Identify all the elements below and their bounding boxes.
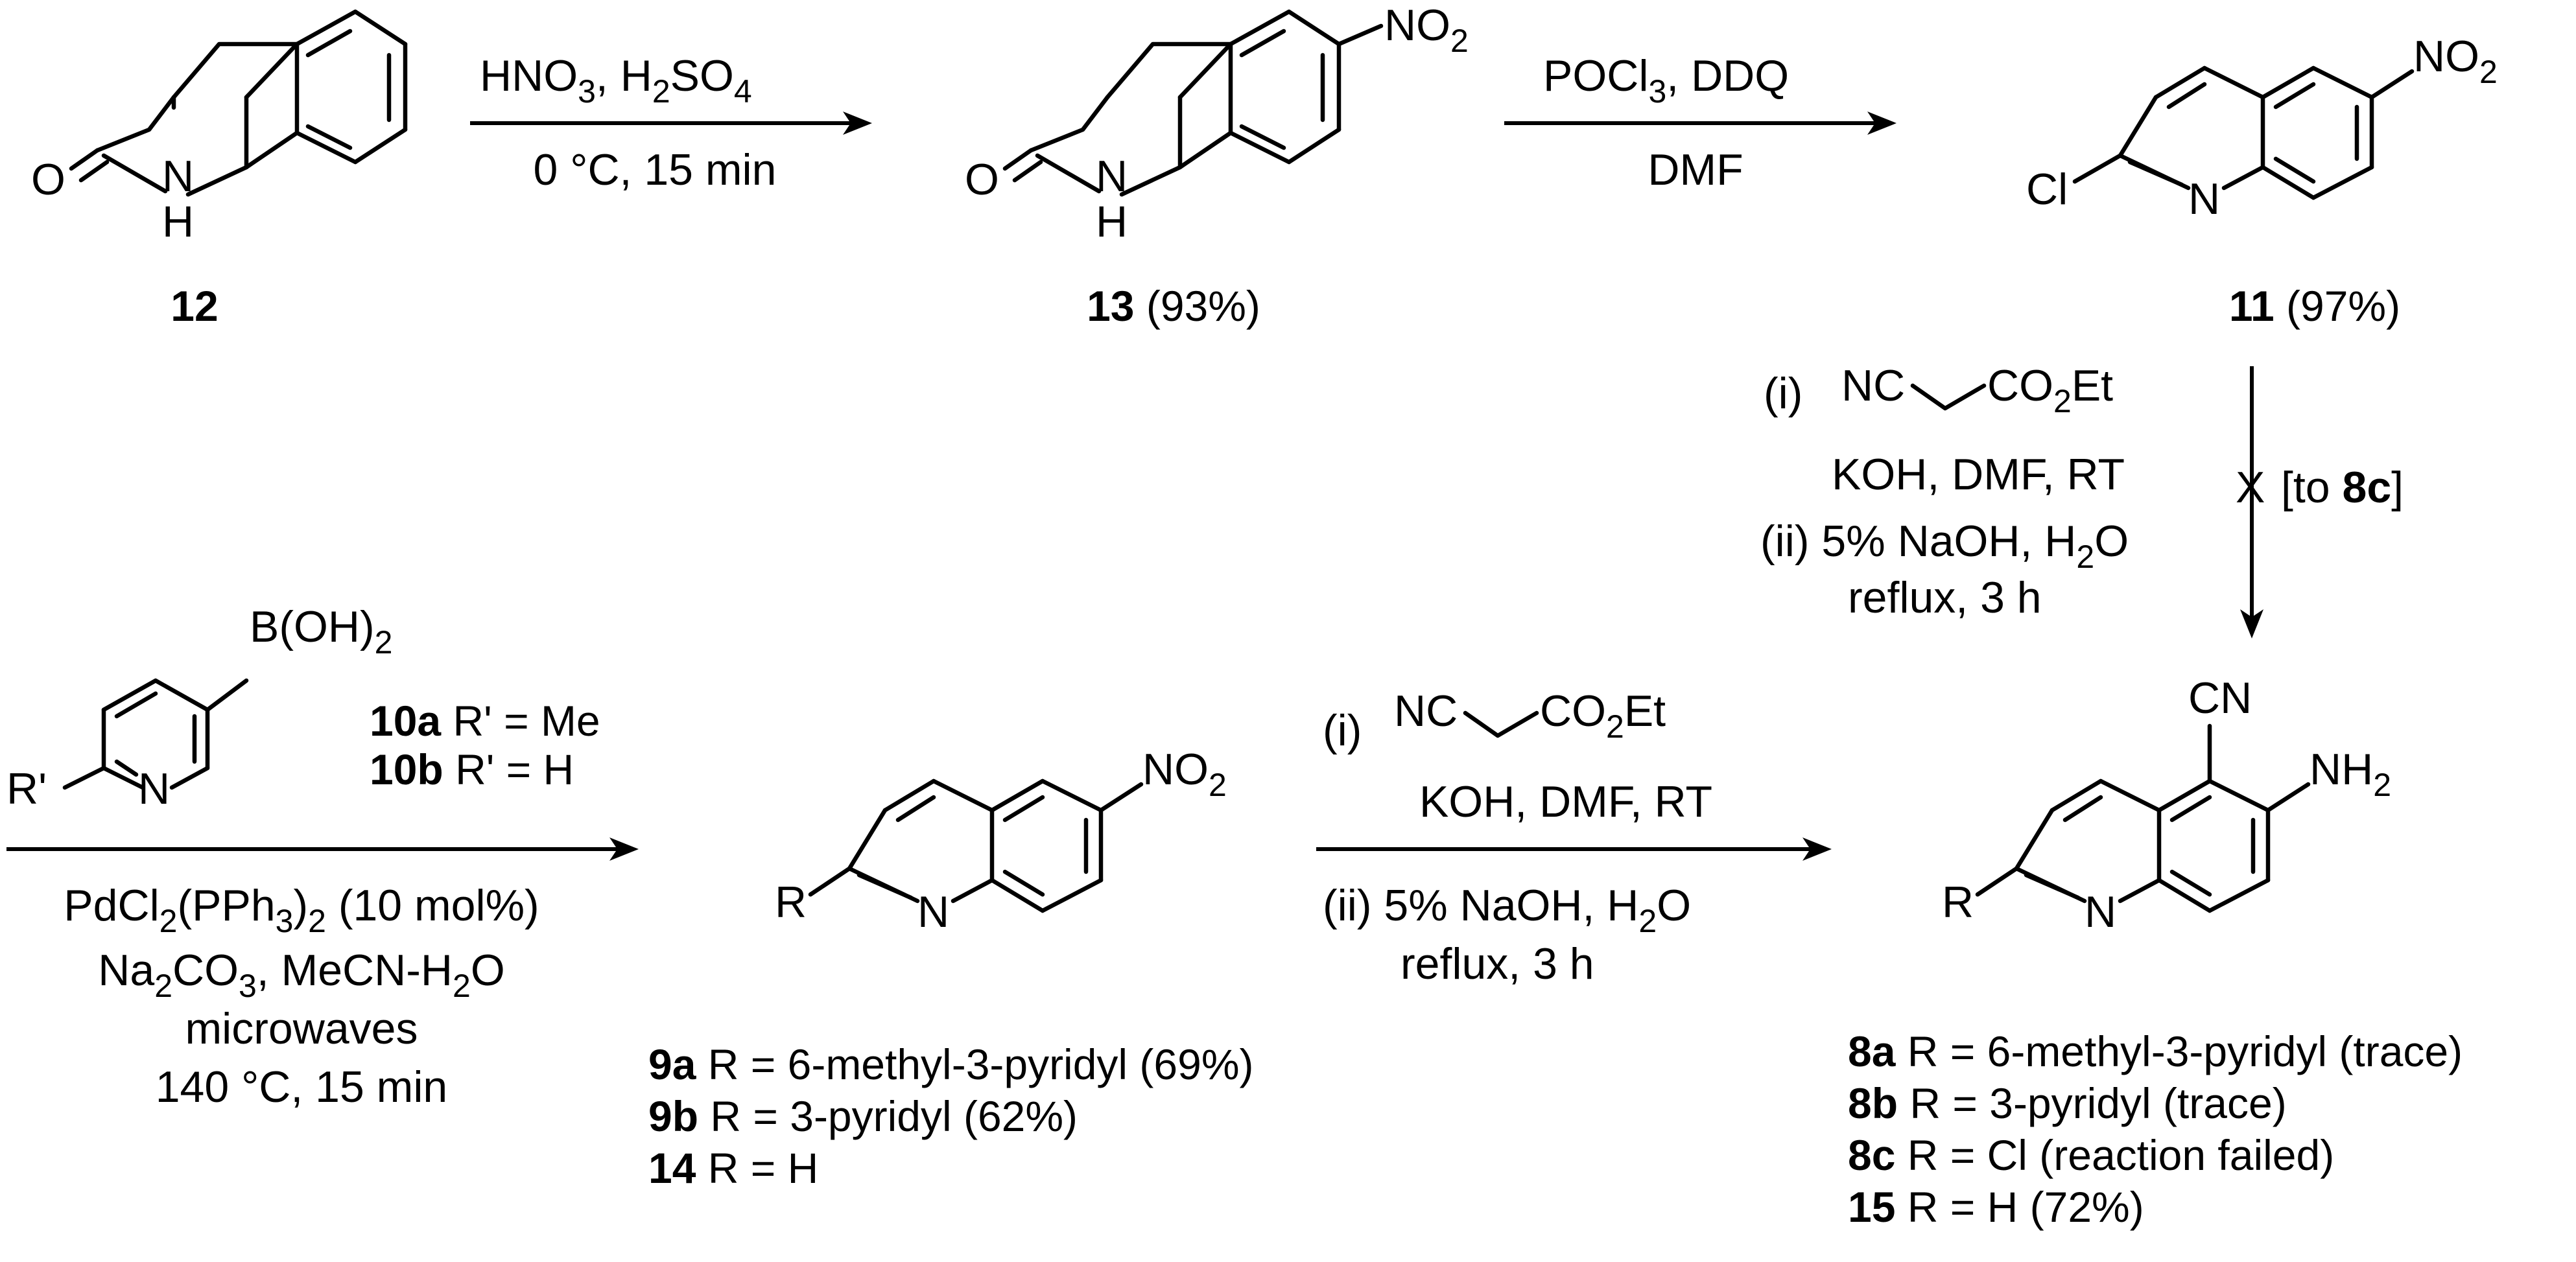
atom-n-11: N — [2188, 174, 2220, 224]
label-10b: 10b R' = H — [370, 745, 574, 793]
atom-n-9: N — [917, 887, 949, 937]
compound-label-8c: 8c R = Cl (reaction failed) — [1848, 1131, 2334, 1179]
atom-r-8: R — [1942, 878, 1974, 927]
atom-n-8: N — [2085, 887, 2116, 937]
step4-base: Na2CO3, MeCN-H2O — [98, 946, 505, 1004]
compound-11-structure: Cl N NO2 — [2026, 32, 2498, 224]
atom-n-13: N — [1096, 152, 1128, 201]
step5-reflux: reflux, 3 h — [1400, 939, 1594, 988]
compound-label-12: 12 — [171, 282, 218, 330]
compound-13-structure: O N H NO2 — [965, 1, 1469, 246]
step4-conditions: 140 °C, 15 min — [156, 1062, 448, 1112]
atom-h-12: H — [162, 197, 194, 246]
step4-catalyst: PdCl2(PPh3)2 (10 mol%) — [64, 881, 539, 939]
step5-roman-i: (i) — [1323, 706, 1362, 755]
compound-label-14: 14 R = H — [648, 1144, 818, 1192]
atom-h-13: H — [1096, 197, 1128, 246]
boronic-acid-10-structure: B(OH)2 N R' — [6, 602, 392, 813]
atom-o-13: O — [965, 155, 999, 204]
step3-reflux: reflux, 3 h — [1848, 573, 2042, 622]
step3-roman-i: (i) — [1764, 369, 1802, 418]
step5-nc: NC — [1394, 686, 1458, 736]
step2-solvent: DMF — [1648, 145, 1743, 194]
cyano-group-8: CN — [2188, 673, 2252, 723]
arrow-step4 — [6, 837, 639, 861]
compound-8-structure: R N CN NH2 — [1942, 673, 2391, 937]
atom-n-10: N — [138, 764, 170, 813]
step4-energy: microwaves — [185, 1004, 418, 1053]
step5-base: KOH, DMF, RT — [1419, 777, 1712, 826]
step3-nc: NC — [1841, 361, 1905, 410]
atom-cl-11: Cl — [2026, 165, 2068, 214]
atom-n-12: N — [162, 152, 194, 201]
nitro-group-13: NO2 — [1384, 1, 1469, 59]
step3-workup: (ii) 5% NaOH, H2O — [1760, 517, 2129, 575]
atom-o-12: O — [31, 155, 65, 204]
compound-label-9a: 9a R = 6-methyl-3-pyridyl (69%) — [648, 1040, 1253, 1088]
compound-label-9b: 9b R = 3-pyridyl (62%) — [648, 1092, 1078, 1140]
step5-workup: (ii) 5% NaOH, H2O — [1323, 881, 1691, 939]
arrow-step5 — [1316, 837, 1832, 861]
blocked-note: [to 8c] — [2281, 463, 2404, 512]
step3-base: KOH, DMF, RT — [1832, 450, 2125, 499]
compound-label-8b: 8b R = 3-pyridyl (trace) — [1848, 1079, 2287, 1127]
label-10a: 10a R' = Me — [370, 697, 600, 745]
compound-label-8a: 8a R = 6-methyl-3-pyridyl (trace) — [1848, 1027, 2463, 1075]
step3-conditions: (i) NC CO2Et KOH, DMF, RT (ii) 5% NaOH, … — [1760, 361, 2129, 622]
step5-ester: CO2Et — [1540, 686, 1666, 745]
step3-ester: CO2Et — [1987, 361, 2113, 419]
amino-group-8: NH2 — [2310, 745, 2391, 803]
step1-acids: HNO3, H2SO4 — [480, 51, 752, 110]
step2-reagents: POCl3, DDQ — [1543, 51, 1789, 110]
step5-conditions: (i) NC CO2Et KOH, DMF, RT (ii) 5% NaOH, … — [1323, 686, 1712, 988]
nitro-group-11: NO2 — [2413, 32, 2498, 90]
boronic-group: B(OH)2 — [250, 602, 392, 660]
nitro-group-9: NO2 — [1142, 745, 1227, 803]
compound-label-13: 13 (93%) — [1087, 282, 1260, 330]
compound-label-11: 11 (97%) — [2229, 282, 2400, 330]
blocked-mark: X — [2236, 463, 2265, 512]
atom-r-9: R — [775, 878, 807, 927]
arrow-step3-blocked — [2240, 366, 2263, 638]
atom-rprime-10: R' — [6, 764, 47, 813]
arrow-step2 — [1504, 111, 1897, 135]
compound-label-15: 15 R = H (72%) — [1848, 1183, 2144, 1231]
step1-conditions: 0 °C, 15 min — [534, 145, 777, 194]
compound-12-structure: O N H — [31, 9, 408, 246]
arrow-step1 — [470, 111, 872, 135]
compound-9-structure: R N NO2 — [775, 745, 1227, 937]
